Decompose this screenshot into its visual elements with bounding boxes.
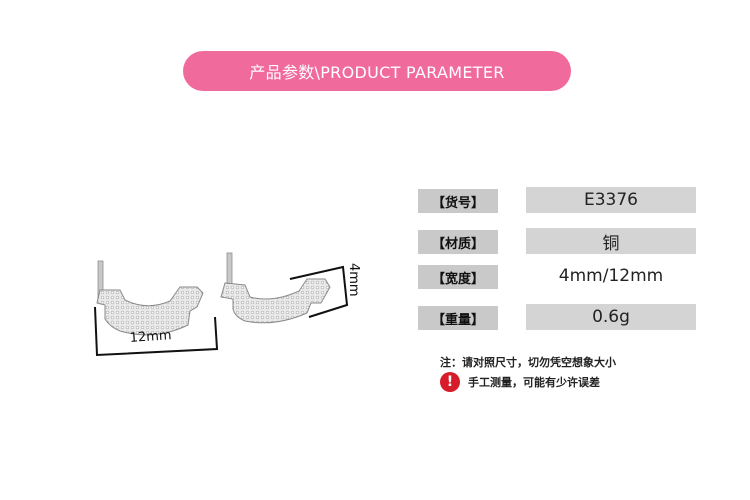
spec-label: 【重量】: [418, 306, 498, 330]
width-dimension-line: [94, 306, 219, 357]
spec-label: 【宽度】: [418, 265, 498, 289]
spec-value: E3376: [526, 187, 696, 213]
earring-product-image: 12mm 4mm: [94, 252, 361, 357]
size-note: 注：请对照尺寸，切勿凭空想象大小: [440, 356, 616, 369]
width-label: 12mm: [129, 328, 172, 346]
spec-value: 4mm/12mm: [558, 266, 664, 286]
height-dimension-line: [289, 265, 349, 318]
height-label: 4mm: [346, 263, 361, 297]
exclamation-icon: !: [440, 372, 460, 392]
spec-value: 铜: [526, 228, 696, 254]
spec-label: 【材质】: [418, 230, 498, 254]
right-earring-bar: [220, 278, 331, 324]
left-earring-bar: [96, 286, 204, 336]
section-banner: 产品参数\PRODUCT PARAMETER: [183, 51, 571, 91]
spec-value: 0.6g: [526, 304, 696, 330]
measurement-note: ! 手工测量，可能有少许误差: [440, 372, 600, 392]
banner-title: 产品参数\PRODUCT PARAMETER: [249, 63, 505, 82]
measurement-note-text: 手工测量，可能有少许误差: [468, 376, 600, 389]
spec-label: 【货号】: [418, 189, 498, 213]
